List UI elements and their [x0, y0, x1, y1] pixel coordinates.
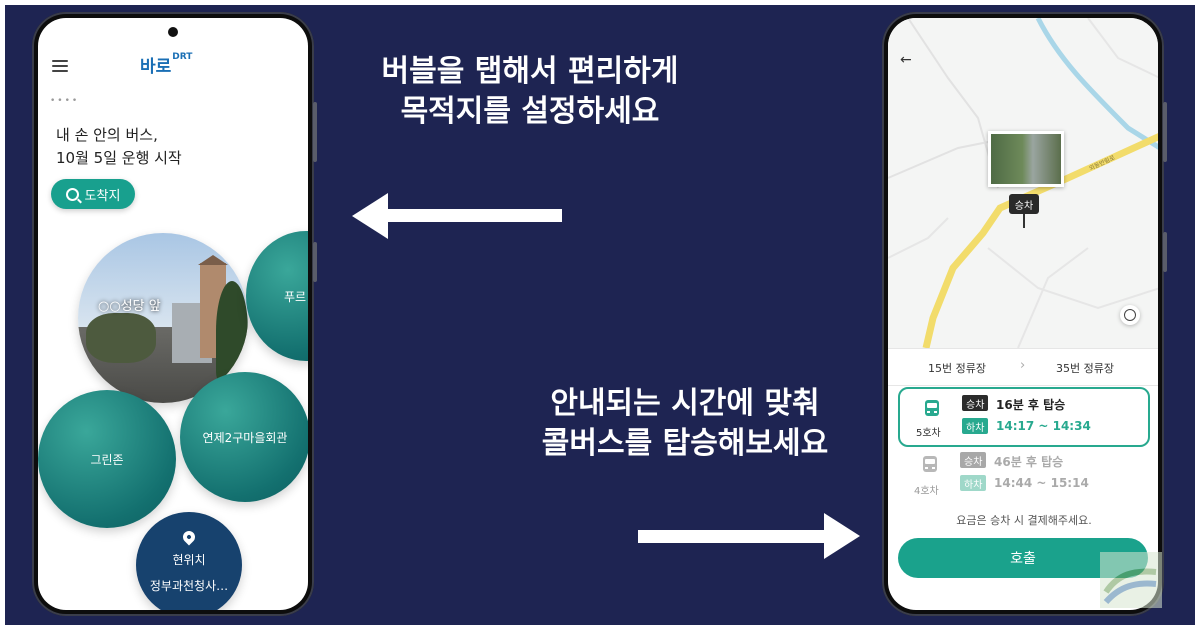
back-arrow-icon[interactable]: ← — [900, 52, 912, 68]
photo-shrub — [86, 313, 156, 363]
bus-option-card-inactive[interactable]: 4호차 승차 46분 후 탑승 하차 14:44 ~ 15:14 — [898, 448, 1146, 504]
route-from: 15번 정류장 — [928, 362, 986, 375]
left-screen: 바로DRT •••• 내 손 안의 버스, 10월 5일 운행 시작 도착지 ○… — [38, 18, 308, 610]
bus-icon — [925, 400, 939, 416]
search-icon — [65, 187, 79, 201]
board-eta: 46분 후 탑승 — [994, 455, 1064, 469]
time-range: 14:17 ~ 14:34 — [996, 419, 1091, 433]
headline-line1: 내 손 안의 버스, — [56, 126, 158, 144]
stop-photo-thumbnail[interactable] — [988, 131, 1064, 187]
bus-icon — [923, 456, 937, 472]
destination-button-label: 도착지 — [84, 188, 121, 204]
status-dots: •••• — [50, 96, 80, 106]
pin-icon — [180, 528, 198, 546]
bubble-green-zone[interactable]: 그린존 — [38, 390, 176, 528]
route-map[interactable]: ← 승차 외동반림로 — [888, 18, 1158, 348]
arrow-right-icon — [638, 513, 860, 559]
board-eta: 16분 후 탑승 — [996, 398, 1066, 412]
destination-button[interactable]: 도착지 — [51, 179, 135, 209]
route-to: 35번 정류장 — [1056, 362, 1114, 375]
board-marker: 승차 — [1009, 194, 1039, 214]
photo-bubble-label: ○○성당 앞 — [98, 299, 161, 314]
right-phone: ← 승차 외동반림로 15번 정류장 › 35번 정류장 5호차 승차 16분 … — [882, 12, 1167, 616]
headline-line2: 10월 5일 운행 시작 — [56, 149, 182, 167]
caption-bottom-line1: 안내되는 시간에 맞춰 — [550, 386, 820, 421]
board-marker-stem — [1023, 214, 1025, 228]
arrow-left-icon — [352, 193, 562, 239]
phone-side-button — [1163, 102, 1167, 162]
bus-car-number: 4호차 — [914, 486, 939, 497]
caption-bottom-line2: 콜버스를 탑승해보세요 — [541, 426, 829, 461]
alight-tag: 하차 — [962, 418, 989, 434]
caption-top-line2: 목적지를 설정하세요 — [400, 94, 660, 129]
bubble-green-zone-label: 그린존 — [90, 452, 124, 467]
current-location-place: 정부과천청사… — [149, 579, 229, 593]
watermark-logo — [1100, 552, 1162, 608]
bus-car-number: 5호차 — [916, 428, 941, 439]
right-screen: ← 승차 외동반림로 15번 정류장 › 35번 정류장 5호차 승차 16분 … — [888, 18, 1158, 610]
fare-note: 요금은 승차 시 결제해주세요. — [956, 514, 1092, 527]
caption-bottom: 안내되는 시간에 맞춰 콜버스를 탑승해보세요 — [490, 384, 880, 464]
camera — [168, 27, 178, 37]
board-tag: 승차 — [962, 395, 989, 411]
phone-side-button — [313, 242, 317, 282]
app-logo: 바로DRT — [140, 52, 193, 77]
phone-side-button — [1163, 232, 1167, 272]
alight-tag: 하차 — [960, 475, 987, 491]
route-bar: 15번 정류장 › 35번 정류장 — [888, 348, 1158, 386]
photo-bubble[interactable]: ○○성당 앞 — [78, 233, 248, 403]
bubble-right-label: 푸르 — [284, 289, 307, 304]
bubble-right[interactable]: 푸르 — [246, 231, 308, 361]
current-location-label: 현위치 — [172, 553, 206, 567]
phone-side-button — [313, 102, 317, 162]
caption-top-line1: 버블을 탭해서 편리하게 — [381, 54, 679, 89]
bubble-hall[interactable]: 연제2구마을회관 — [180, 372, 308, 502]
bubble-hall-label: 연제2구마을회관 — [202, 430, 288, 445]
left-phone: 바로DRT •••• 내 손 안의 버스, 10월 5일 운행 시작 도착지 ○… — [32, 12, 317, 616]
chevron-right-icon: › — [1020, 358, 1026, 373]
bus-option-card-active[interactable]: 5호차 승차 16분 후 탑승 하차 14:17 ~ 14:34 — [898, 387, 1150, 447]
menu-icon[interactable] — [52, 60, 68, 72]
target-icon[interactable] — [1120, 305, 1140, 325]
headline: 내 손 안의 버스, 10월 5일 운행 시작 — [56, 124, 182, 170]
caption-top: 버블을 탭해서 편리하게 목적지를 설정하세요 — [310, 52, 750, 132]
current-location-bubble[interactable]: 현위치 정부과천청사… — [136, 512, 242, 610]
photo-tree — [216, 281, 248, 381]
board-tag: 승차 — [960, 452, 987, 468]
time-range: 14:44 ~ 15:14 — [994, 476, 1089, 490]
